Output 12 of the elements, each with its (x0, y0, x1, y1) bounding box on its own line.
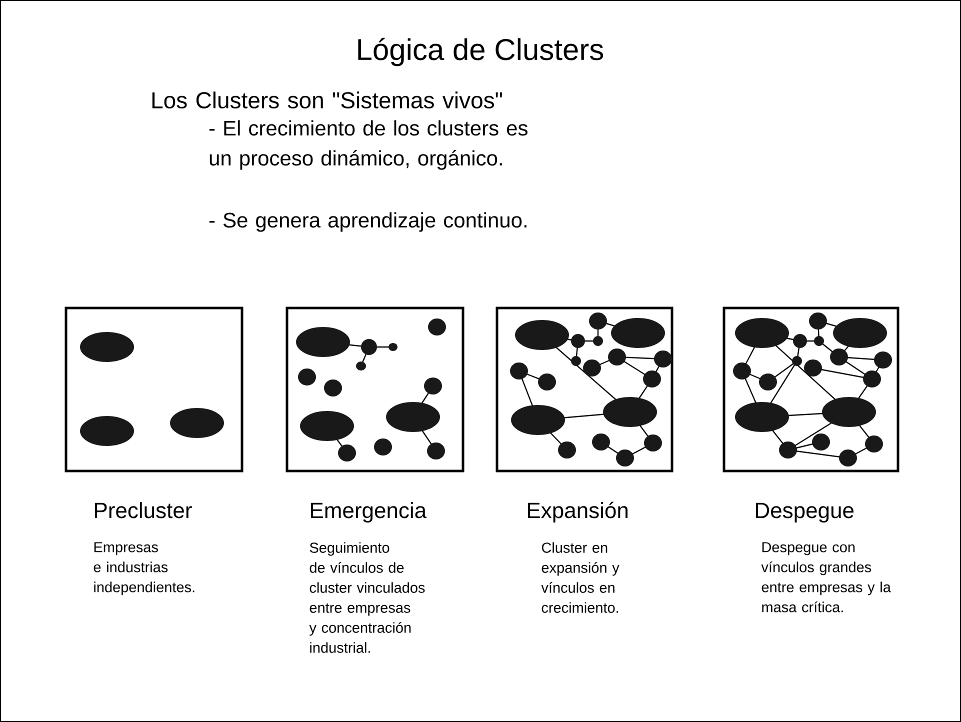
stage-description: Empresas e industrias independientes. (94, 542, 194, 596)
bullet-text: - Se genera aprendizaje continuo. (209, 212, 526, 232)
stage-description: Seguimiento de vínculos de cluster vinculados entre empresas y concentración industrial. (309, 542, 425, 653)
stage-heading: Precluster (95, 502, 192, 518)
stage-heading: Emergencia (311, 502, 427, 523)
title: Lógica de Clusters (358, 38, 604, 66)
bullet-text: - El crecimiento de los clusters es un proceso dinámico, orgánico. (209, 120, 528, 170)
subtitle: Los Clusters son "Sistemas vivos" (152, 92, 502, 108)
stage-heading: Expansión (528, 502, 628, 523)
stage-description: Cluster en expansión y vínculos en crecimiento. (541, 542, 620, 613)
stage-description: Despegue con vínculos grandes entre empresas y la masa crítica. (761, 542, 891, 612)
stage-heading: Despegue (756, 502, 854, 523)
